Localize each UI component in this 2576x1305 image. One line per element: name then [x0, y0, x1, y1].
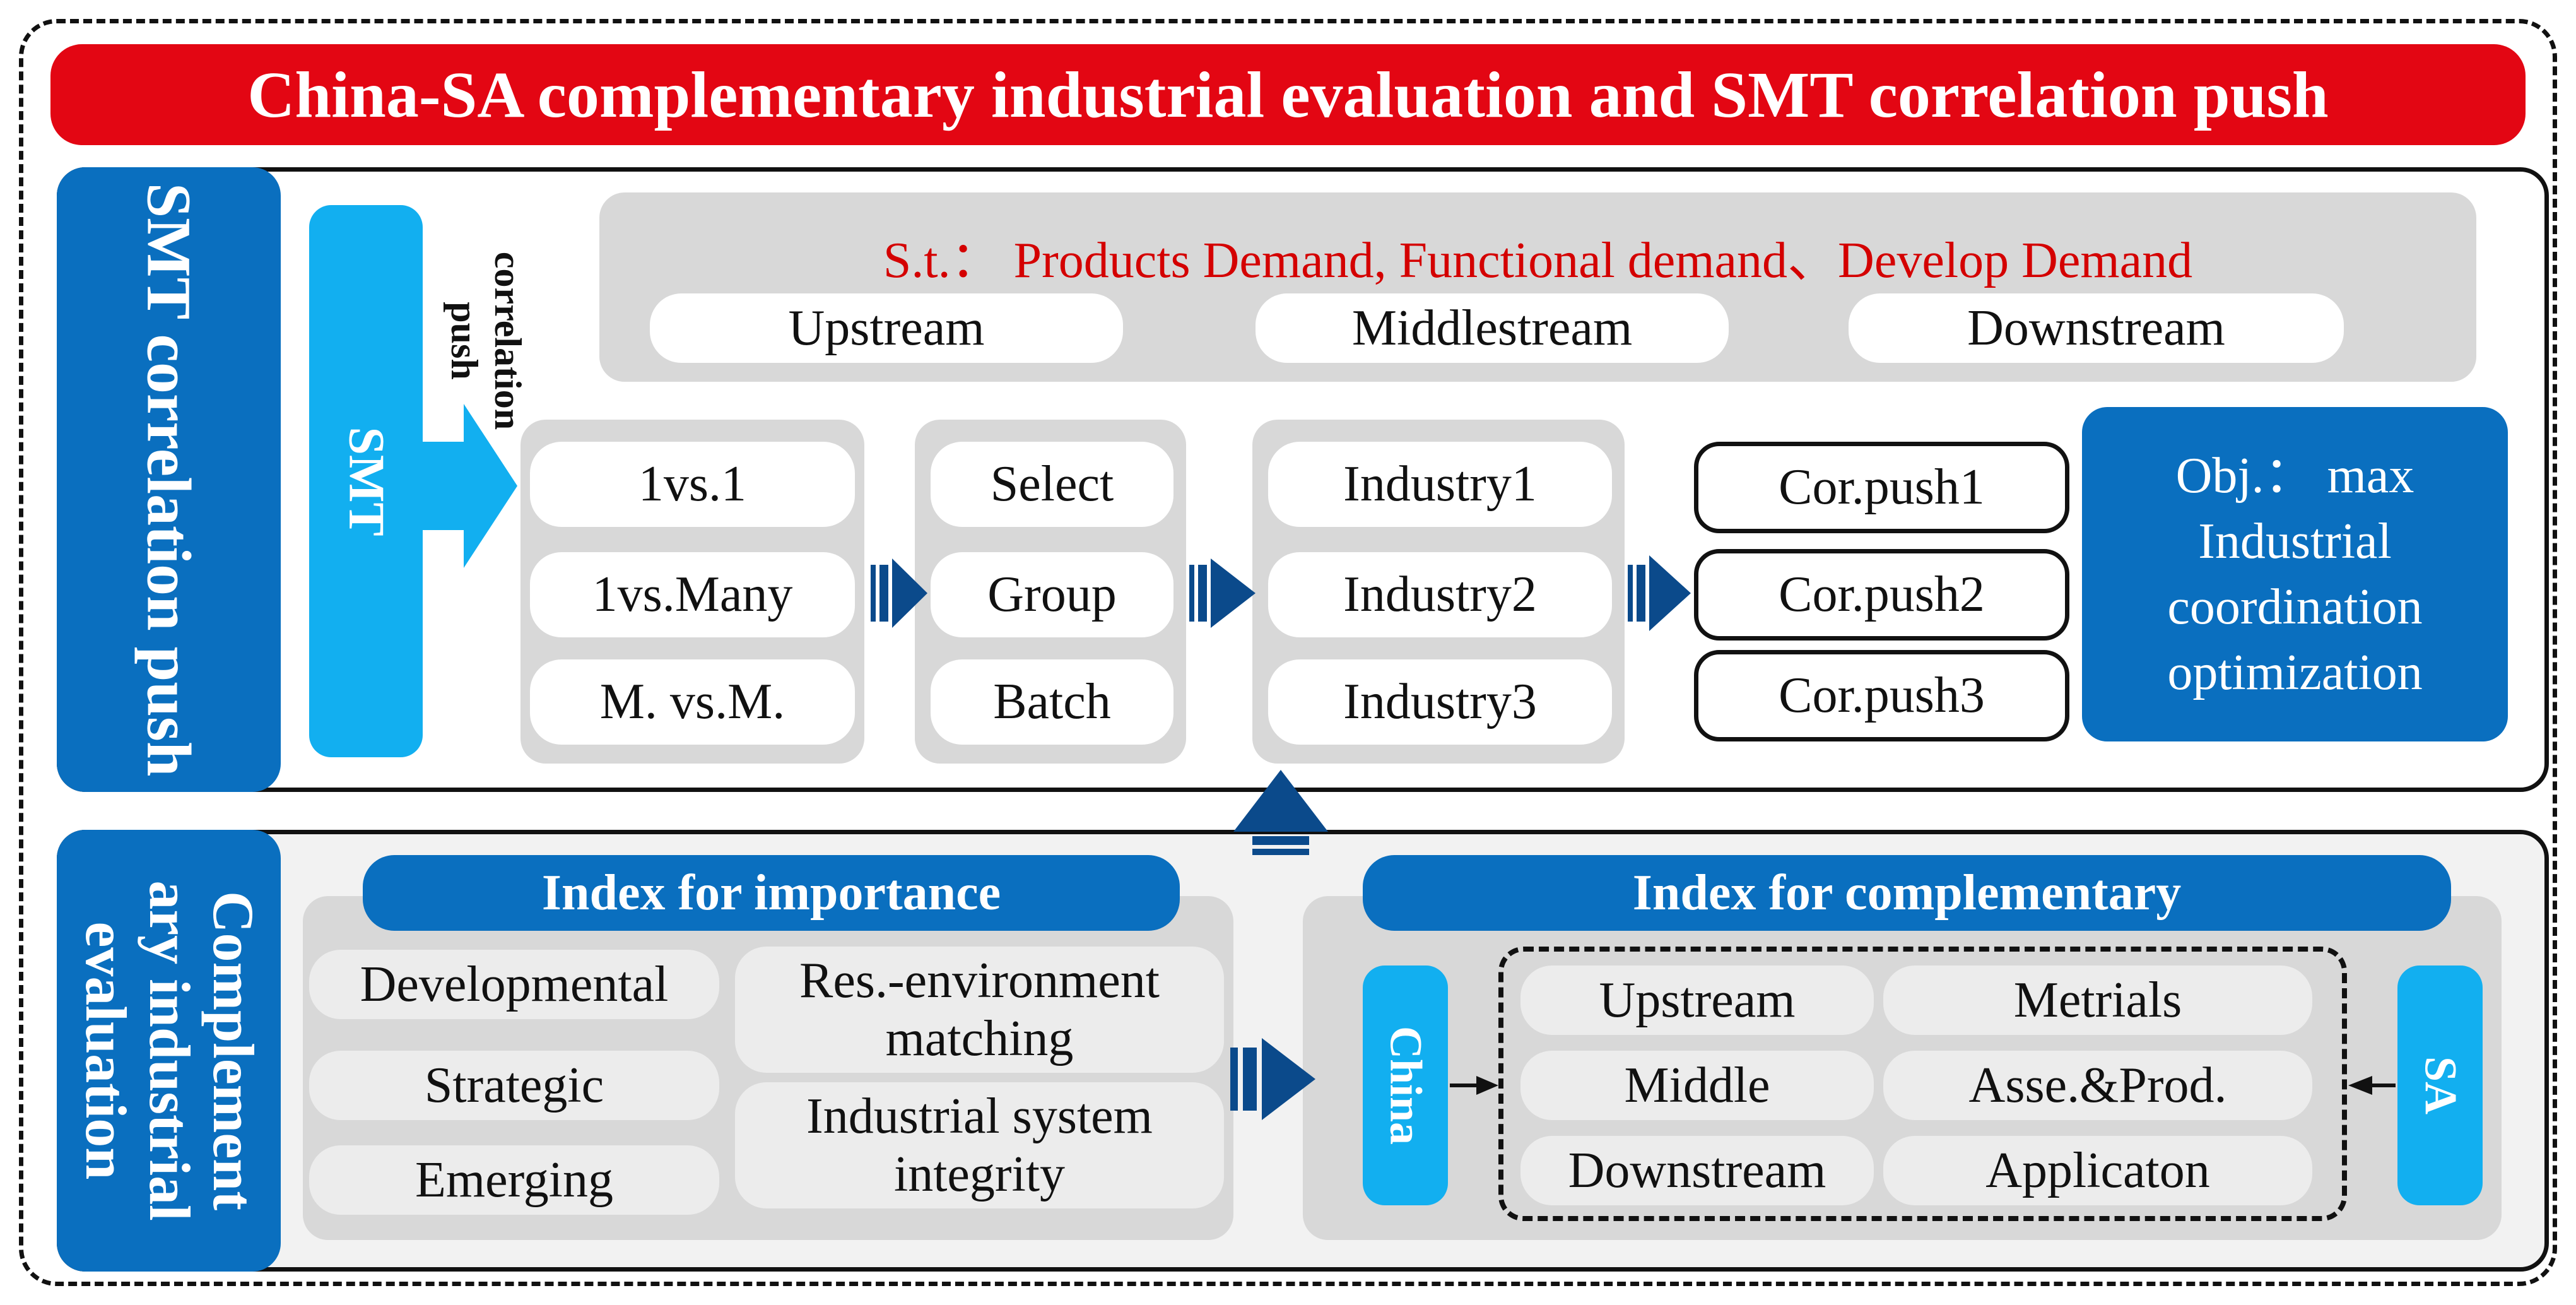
china-block: China [1363, 965, 1448, 1205]
importance-emerging: Emerging [309, 1145, 719, 1215]
outer-frame [19, 19, 2557, 1286]
importance-strategic: Strategic [309, 1051, 719, 1120]
arrow-modes-to-actions [871, 558, 927, 628]
industry-chain-frame [1498, 947, 2347, 1221]
mode-mvsm: M. vs.M. [530, 659, 855, 745]
action-group: Group [931, 552, 1173, 637]
stream-middlestream: Middlestream [1256, 293, 1729, 363]
constraint-text: S.t.： Products Demand, Functional demand… [883, 233, 2193, 288]
arrow-importance-to-complementary [1230, 1038, 1315, 1120]
importance-developmental: Developmental [309, 950, 719, 1019]
res-env-line1: Res.-environment [799, 953, 1160, 1008]
mode-1vsmany: 1vs.Many [530, 552, 855, 637]
chain-downstream: Downstream [1520, 1136, 1874, 1205]
complementary-header: Index for complementary [1363, 855, 2451, 931]
smt-block: SMT [309, 205, 423, 757]
page-title: China-SA complementary industrial evalua… [50, 44, 2526, 145]
industry-2: Industry2 [1268, 552, 1612, 637]
chain-applicaton: Applicaton [1883, 1136, 2312, 1205]
smt-push-arrow [423, 404, 517, 568]
importance-header: Index for importance [363, 855, 1180, 931]
arrow-industries-to-push [1628, 555, 1691, 631]
chain-metrials: Metrials [1883, 965, 2312, 1035]
cor-push-1: Cor.push1 [1694, 442, 2069, 533]
industry-1: Industry1 [1268, 442, 1612, 527]
sa-block: SA [2397, 965, 2483, 1205]
complementary-side-label: Complement ary industrial evaluation [57, 830, 281, 1272]
res-env-line2: matching [885, 1011, 1074, 1066]
stream-upstream: Upstream [650, 293, 1123, 363]
cor-push-2: Cor.push2 [1694, 549, 2069, 641]
objective-line2: Industrial [2198, 514, 2392, 569]
action-select: Select [931, 442, 1173, 527]
mode-1vs1: 1vs.1 [530, 442, 855, 527]
industry-3: Industry3 [1268, 659, 1612, 745]
arrow-actions-to-industries [1189, 558, 1256, 628]
arrow-china-to-chain [1450, 1076, 1498, 1095]
cor-push-3: Cor.push3 [1694, 650, 2069, 741]
smt-correlation-side-label: SMT correlation push [57, 167, 281, 792]
importance-system-integrity: Industrial system integrity [735, 1082, 1224, 1208]
action-batch: Batch [931, 659, 1173, 745]
chain-middle: Middle [1520, 1051, 1874, 1120]
arrow-evaluation-to-push [1233, 770, 1328, 855]
objective-line4: optimization [2167, 645, 2423, 700]
arrow-sa-to-chain [2348, 1076, 2396, 1095]
integrity-line1: Industrial system [806, 1089, 1153, 1144]
chain-upstream: Upstream [1520, 965, 1874, 1035]
stream-downstream: Downstream [1849, 293, 2344, 363]
integrity-line2: integrity [893, 1147, 1066, 1202]
objective-line3: coordination [2167, 579, 2423, 635]
objective-box: Obj.： max Industrial coordination optimi… [2082, 407, 2508, 741]
objective-line1: Obj.： max [2175, 448, 2414, 504]
chain-asse-prod: Asse.&Prod. [1883, 1051, 2312, 1120]
importance-res-environment: Res.-environment matching [735, 947, 1224, 1073]
